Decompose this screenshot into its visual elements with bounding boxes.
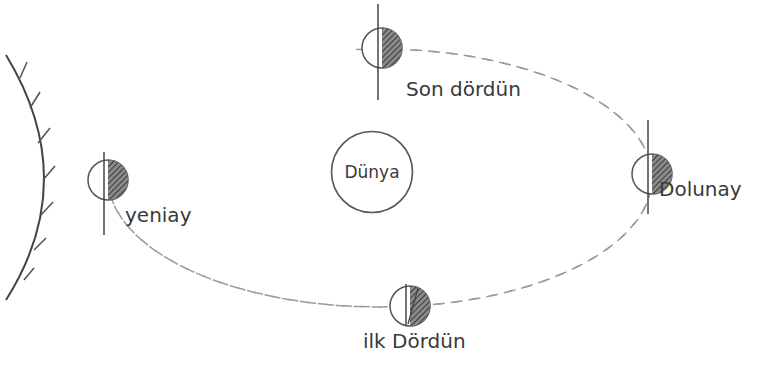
moon-outline (87, 159, 129, 201)
sun-arc (6, 55, 44, 300)
orbit-path (436, 200, 648, 304)
phase-label: Dolunay (659, 177, 742, 201)
phase-label: Son dördün (406, 77, 521, 101)
phase-label: yeniay (125, 203, 191, 227)
planet-label: Dünya (344, 162, 399, 182)
moon-phase: yeniay (87, 159, 129, 201)
phase-label: ilk Dördün (363, 329, 466, 353)
moon-outline (361, 27, 403, 69)
sun-rays (20, 62, 55, 280)
moon-phase: Dolunay (631, 153, 673, 195)
moon-outline (389, 285, 431, 327)
orbit-path (108, 49, 652, 307)
earth-circle: Dünya (330, 130, 414, 214)
moon-phase: ilk Dördün (389, 285, 431, 327)
moon-phase: Son dördün (361, 27, 403, 69)
